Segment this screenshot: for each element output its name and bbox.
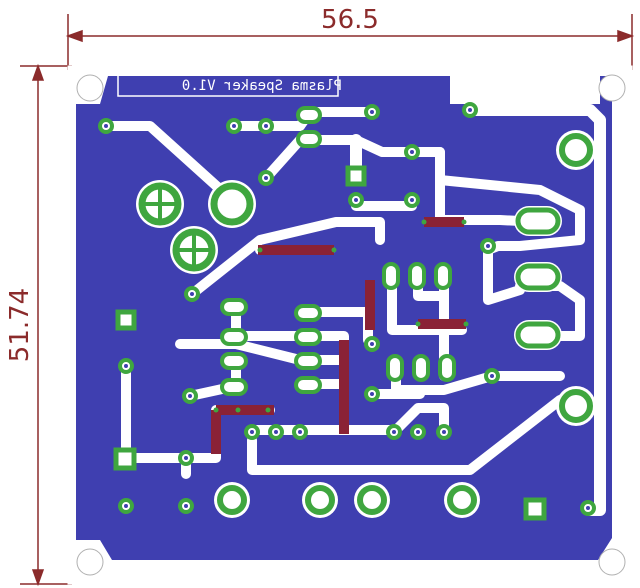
connector-pad	[305, 485, 335, 515]
mounting-hole	[598, 74, 626, 102]
large-pad	[559, 389, 593, 423]
mounting-holes	[76, 74, 626, 576]
oval-pad	[294, 304, 322, 322]
silkscreen-author: A. Lang (C)	[483, 78, 576, 94]
oval-pad	[382, 262, 400, 290]
square-pad	[115, 309, 137, 331]
oval-pad	[434, 262, 452, 290]
large-pad	[559, 133, 593, 167]
oval-pad	[515, 263, 561, 291]
oval-pad	[294, 352, 322, 370]
oval-pad	[515, 207, 561, 235]
oval-pad	[296, 106, 322, 124]
oval-pad	[294, 328, 322, 346]
mounting-hole	[76, 548, 104, 576]
pad-layer	[98, 102, 596, 521]
dimension-lines	[20, 14, 635, 587]
mounting-hole	[598, 548, 626, 576]
width-dimension-label: 56.5	[321, 5, 379, 35]
oval-pad	[408, 262, 426, 290]
oval-pad	[412, 354, 430, 382]
square-pad	[523, 497, 547, 521]
oval-pad	[294, 376, 322, 394]
oval-pad	[220, 298, 248, 316]
connector-pad	[447, 485, 477, 515]
square-pad	[345, 165, 367, 187]
connector-pad	[217, 485, 247, 515]
drill-holes	[104, 108, 590, 510]
oval-pad	[220, 378, 248, 396]
mounting-hole	[76, 74, 104, 102]
title-frame	[117, 73, 339, 97]
oval-pad	[220, 352, 248, 370]
oval-pad	[296, 130, 322, 148]
silkscreen-title: Plasma Speaker V1.0	[182, 78, 342, 94]
oval-pad	[220, 328, 248, 346]
connector-pad	[357, 485, 387, 515]
square-pad	[113, 447, 137, 471]
oval-pad	[438, 354, 456, 382]
oval-pad	[515, 321, 561, 349]
large-pad	[210, 182, 254, 226]
jumper-wires	[211, 217, 466, 454]
copper-pour	[76, 76, 612, 560]
oval-pad	[386, 354, 404, 382]
height-dimension-label: 51.74	[5, 288, 35, 362]
